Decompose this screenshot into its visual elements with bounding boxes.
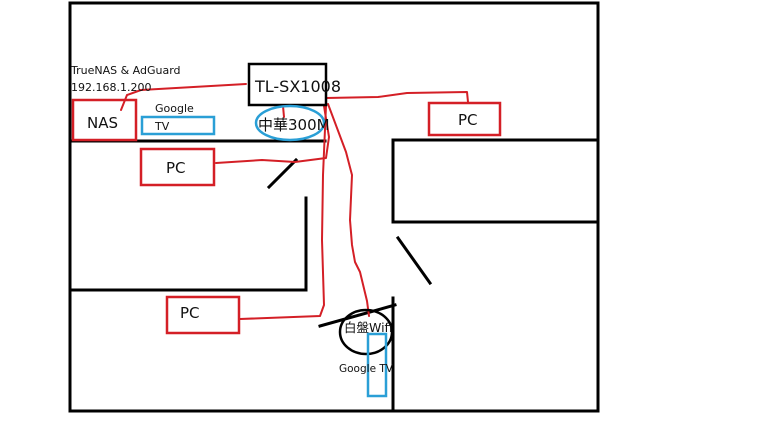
- wifi-router-label: 白盤Wifi: [344, 320, 392, 335]
- tv-top-box-label: TV: [154, 120, 170, 133]
- wifi-router-ring: [338, 308, 394, 356]
- tv-bottom-label: Google TV: [339, 363, 394, 375]
- pc-right-device: PC: [427, 101, 502, 137]
- switch-label: TL-SX1008: [254, 77, 341, 96]
- wifi-router-device: 白盤Wifi: [338, 308, 394, 356]
- isp-router-label: 中華300M: [258, 116, 330, 134]
- door-bottom-center: [318, 303, 397, 328]
- tv-bottom-box: [366, 332, 388, 398]
- nas-device: TrueNAS & AdGuard 192.168.1.200 NAS: [70, 64, 181, 142]
- pc-lower-left-box: [165, 295, 241, 335]
- switch-device: TL-SX1008: [247, 62, 341, 107]
- nas-box: [71, 98, 138, 142]
- outer-wall: [68, 1, 600, 413]
- pc-upper-left-device: PC: [139, 147, 216, 187]
- door-upper-center: [266, 157, 299, 190]
- cable-switch-wifi: [327, 103, 370, 317]
- nas-note-line1: TrueNAS & AdGuard: [70, 64, 181, 77]
- pc-right-label: PC: [458, 111, 478, 129]
- pc-upper-left-label: PC: [166, 159, 186, 177]
- ethernet-cables: [120, 83, 469, 320]
- nas-note-line2: 192.168.1.200: [71, 81, 151, 94]
- door-right-room: [395, 235, 433, 286]
- cable-switch-pc-lower-left: [239, 105, 327, 320]
- cable-switch-pc-upper-left: [215, 105, 330, 164]
- cable-switch-router: [282, 105, 285, 118]
- tv-top-label: Google: [155, 102, 194, 115]
- cable-nas-switch: [120, 83, 247, 111]
- tv-top-box: [140, 115, 216, 136]
- pc-upper-left-box: [139, 147, 216, 187]
- nas-label: NAS: [87, 114, 118, 132]
- isp-router-ring: [254, 104, 326, 142]
- isp-router-device: 中華300M: [254, 104, 330, 142]
- tv-bottom-device: Google TV: [339, 332, 394, 398]
- pc-lower-left-device: PC: [165, 295, 241, 335]
- pc-lower-left-label: PC: [180, 304, 200, 322]
- tv-top-device: Google TV: [140, 102, 216, 136]
- pc-right-box: [427, 101, 502, 137]
- cable-switch-pc-right: [325, 91, 469, 103]
